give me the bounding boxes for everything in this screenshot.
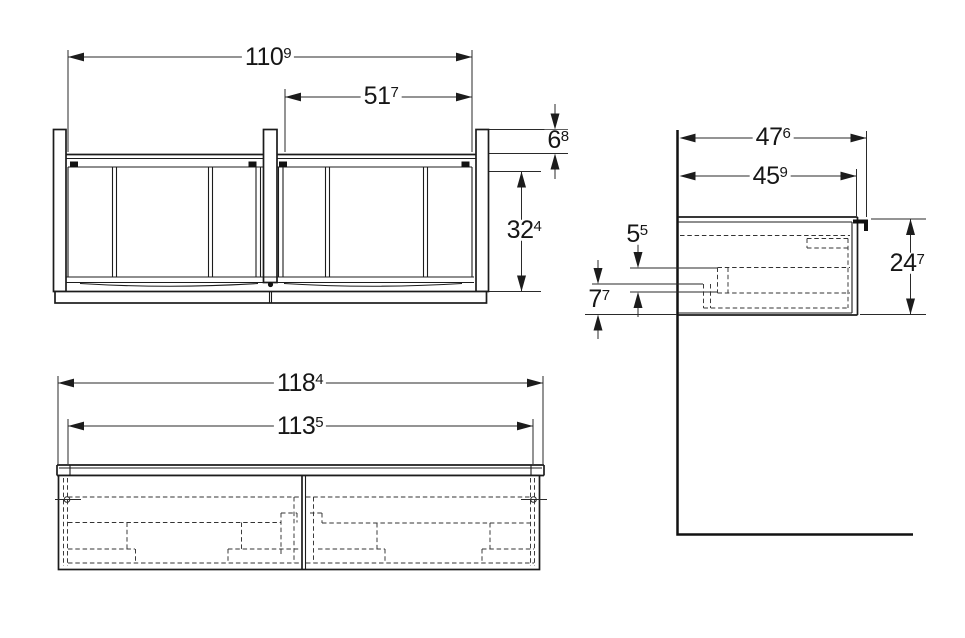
dim-side-total-depth: 476 [752,124,794,149]
dim-side-body-depth: 459 [749,163,791,188]
dim-rear-top-gap: 68 [544,127,572,152]
dim-side-upper-offset: 55 [623,221,651,246]
rear-view-linework [52,50,568,304]
dim-rear-drawer-span: 517 [360,83,402,108]
dim-rear-side-height: 324 [503,217,545,242]
dim-side-height: 247 [886,250,928,275]
dim-rear-inner-width: 1109 [241,44,295,69]
front-view-linework [55,376,547,571]
dim-side-lower-offset: 77 [585,286,613,311]
dim-front-total-width: 1184 [273,370,327,395]
side-view-linework [585,130,926,536]
dim-front-body-width: 1135 [273,413,327,438]
